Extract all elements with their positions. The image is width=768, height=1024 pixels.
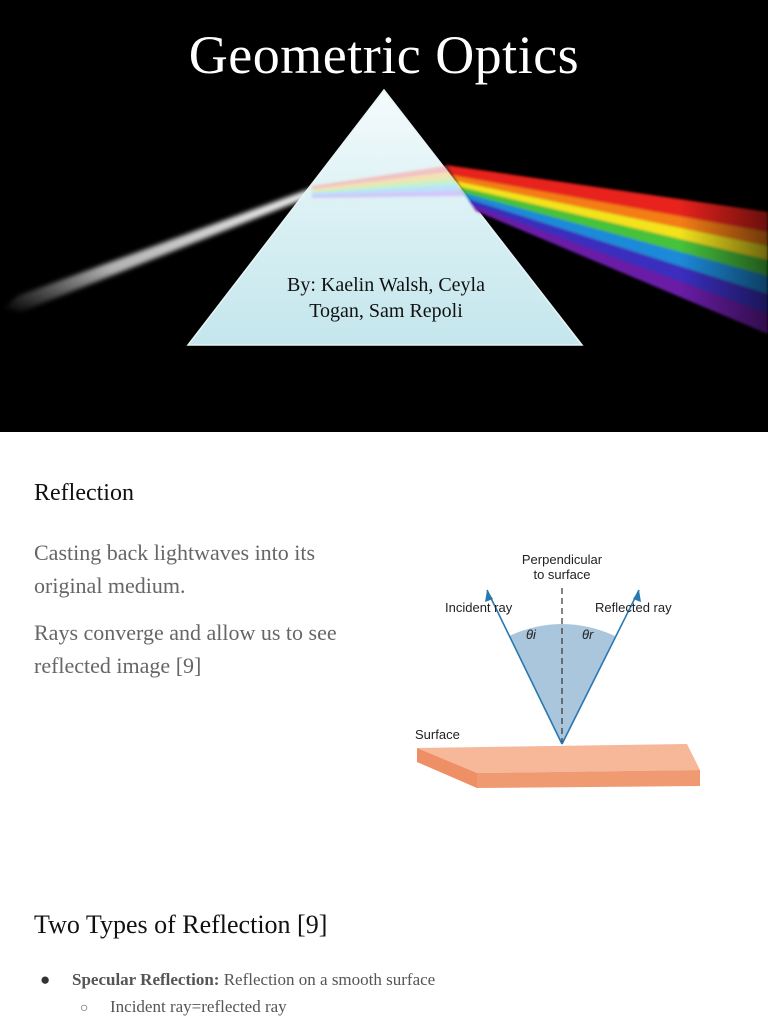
reflected-ray-label: Reflected ray (595, 600, 672, 615)
bullet-bold-term: Specular Reflection: (72, 970, 220, 989)
presentation-title: Geometric Optics (188, 25, 580, 85)
internal-spectrum (312, 166, 466, 198)
incident-light-beam (4, 188, 312, 312)
reflected-ray (561, 589, 640, 745)
sub-bullet-text: Incident ray=reflected ray (110, 997, 287, 1016)
surface-label: Surface (415, 727, 460, 742)
author-line-1: By: Kaelin Walsh, Ceyla (287, 274, 485, 296)
spectrum-fade (680, 200, 768, 350)
sub-bullet-incident: ○ Incident ray=reflected ray (80, 997, 287, 1017)
surface-left-side (417, 748, 477, 788)
incident-arrowhead (485, 590, 493, 602)
surface-top (417, 744, 700, 773)
title-slide: Geometric Optics By: Kaelin Walsh, Ceyla… (0, 0, 768, 432)
theta-r-label: θr (582, 627, 594, 642)
reflection-heading: Reflection (34, 480, 134, 506)
author-line-2: Togan, Sam Repoli (309, 300, 463, 322)
sub-bullet-circle-icon: ○ (80, 1001, 89, 1016)
incident-ray (486, 589, 563, 745)
prism-triangle (186, 88, 584, 346)
surface-front (477, 770, 700, 788)
perpendicular-label: Perpendicular to surface (515, 552, 609, 582)
reflection-explanation: Rays converge and allow us to see reflec… (34, 620, 337, 678)
reflection-slide: Reflection Casting back lightwaves into … (0, 432, 768, 864)
bullet-description: Reflection on a smooth surface (219, 970, 436, 989)
bullet-dot-icon: ● (40, 970, 51, 989)
reflection-types-slide: Two Types of Reflection [9] ● Specular Re… (0, 864, 768, 1024)
reflected-arrowhead (633, 590, 641, 602)
perpendicular-label-line-2: to surface (533, 567, 591, 582)
reflection-diagram: Perpendicular to surface Incident ray Re… (405, 550, 705, 800)
reflection-types-heading: Two Types of Reflection [9] (34, 910, 328, 939)
perpendicular-label-line-1: Perpendicular (521, 552, 603, 567)
incident-ray-label: Incident ray (445, 600, 513, 615)
bullet-specular: ● Specular Reflection: Reflection on a sm… (40, 970, 435, 990)
author-credits: By: Kaelin Walsh, Ceyla Togan, Sam Repol… (236, 272, 536, 324)
prism-illustration (4, 88, 768, 350)
reflection-definition: Casting back lightwaves into its origina… (34, 540, 316, 598)
theta-i-label: θi (526, 627, 536, 642)
